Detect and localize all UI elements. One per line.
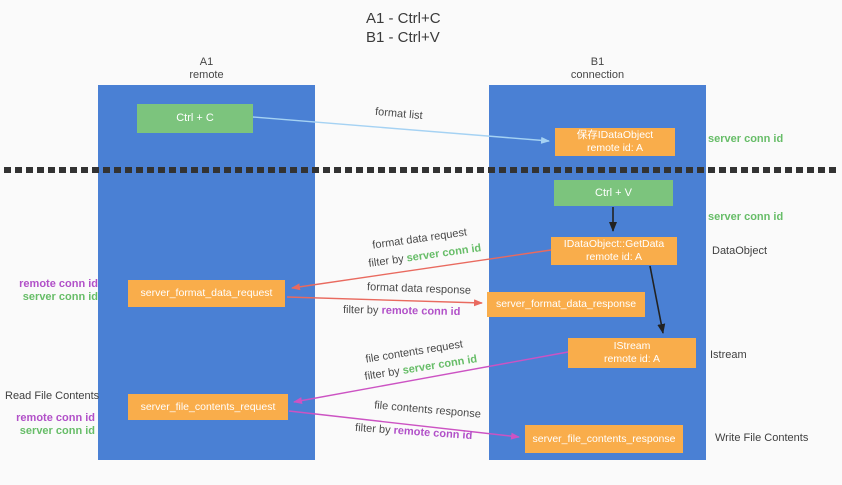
left-conn-id-stack-1: remote conn id server conn id [8,278,98,304]
diagram-title: A1 - Ctrl+C B1 - Ctrl+V [366,9,441,47]
column-a1-label: A1 [199,56,214,68]
filter-server-conn-id-1: server conn id [405,242,483,265]
column-header-a1: A1 remote [98,56,315,82]
ctrl-c-label: Ctrl + C [176,112,214,124]
server-conn-id-top-label: server conn id [708,133,784,145]
server-conn-id-left1-label: server conn id [22,291,98,303]
filter-by-text-1: filter by [367,253,405,270]
filter-remote-conn-id-2: remote conn id [393,424,473,443]
column-b1-label: B1 [590,56,605,68]
getdata-line1: IDataObject::GetData [563,238,665,250]
ctrl-v-label: Ctrl + V [595,186,632,199]
server-file-contents-response-node: server_file_contents_response [525,425,683,453]
server-conn-id-left2-label: server conn id [19,425,95,437]
server-file-contents-request-node: server_file_contents_request [128,394,288,420]
istream-line1: IStream [613,340,651,352]
ctrl-c-node: Ctrl + C [137,104,253,133]
ctrl-v-node: Ctrl + V [554,180,673,206]
server-conn-id-mid-label: server conn id [708,211,784,223]
dataobject-label: DataObject [712,245,768,257]
column-a1-sublabel: remote [189,69,224,81]
filter-remote-conn-id-1: remote conn id [381,304,461,319]
server-format-data-request-label: server_format_data_request [140,287,273,299]
read-file-contents-label: Read File Contents [5,390,100,402]
istream-side-label: Istream [710,349,747,361]
write-file-contents-label: Write File Contents [715,432,809,444]
format-list-label: format list [374,105,424,123]
format-data-response-label: format data response [366,281,472,297]
istream-line2: remote id: A [603,353,661,365]
title-line-1: A1 - Ctrl+C [366,10,441,27]
filter-by-remote-conn-id-label-1: filter by remote conn id [343,304,461,318]
server-format-data-request-node: server_format_data_request [128,280,285,307]
dotted-divider [4,167,838,173]
filter-by-text-4: filter by [354,421,391,437]
column-b1-sublabel: connection [570,69,625,81]
format-data-response-arrow [286,296,483,307]
title-line-2: B1 - Ctrl+V [366,29,440,46]
server-file-contents-request-label: server_file_contents_request [140,400,276,413]
getdata-line2: remote id: A [585,251,643,263]
remote-conn-id-left1-label: remote conn id [19,278,98,290]
istream-node: IStream remote id: A [568,338,696,368]
filter-by-text-2: filter by [342,303,379,317]
file-contents-response-label: file contents response [373,399,482,421]
remote-conn-id-left2-label: remote conn id [16,412,95,424]
server-format-data-response-label: server_format_data_response [495,298,637,310]
save-dataobject-line2: remote id: A [586,142,644,154]
save-dataobject-line1: 保存IDataObject [576,129,654,141]
column-header-b1: B1 connection [489,56,706,82]
left-conn-id-stack-2: Read File Contents remote conn id server… [5,390,100,438]
filter-by-text-3: filter by [363,365,401,383]
filter-by-remote-conn-id-label-2: filter by remote conn id [355,422,473,442]
server-format-data-response-node: server_format_data_response [487,292,645,317]
server-file-contents-response-label: server_file_contents_response [532,432,676,445]
save-dataobject-node: 保存IDataObject remote id: A [555,128,675,156]
getdata-node: IDataObject::GetData remote id: A [551,237,677,265]
